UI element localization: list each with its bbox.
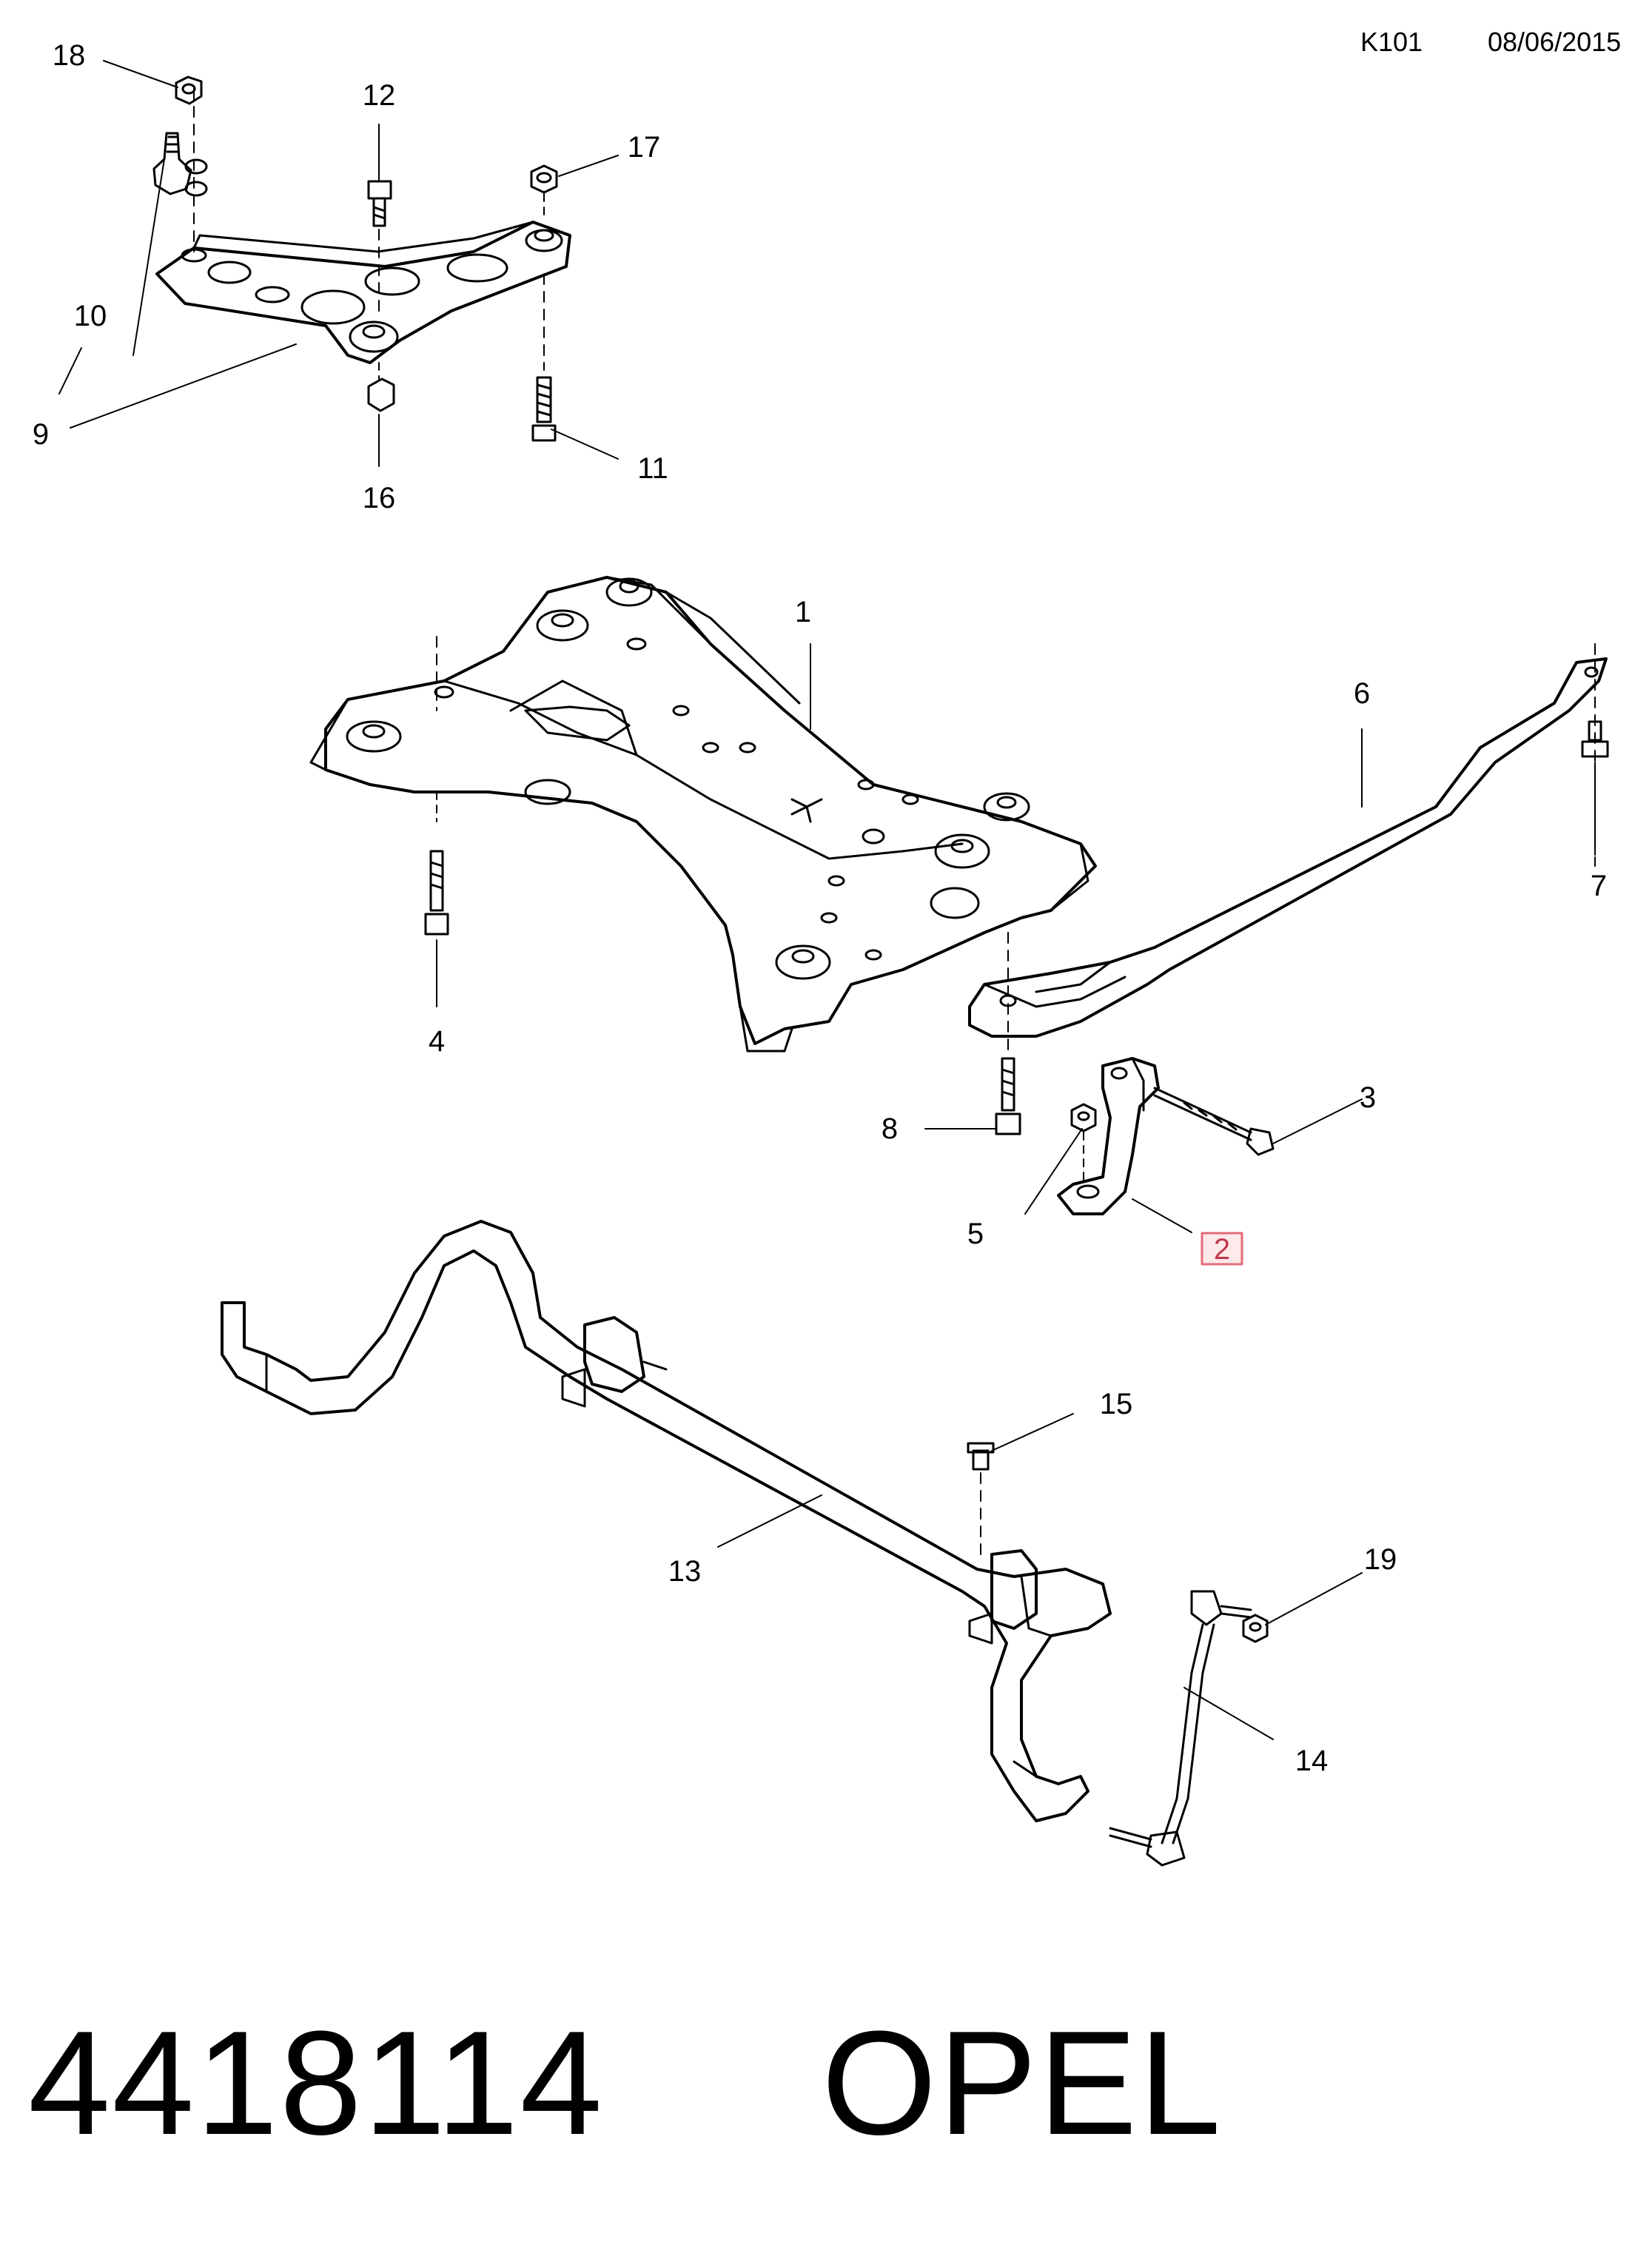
callout-5: 5: [967, 1218, 984, 1250]
callout-highlight-box: [1201, 1232, 1243, 1266]
callout-2: 2: [1214, 1233, 1230, 1266]
stabilizer-link: [1109, 1590, 1252, 1867]
callout-8: 8: [882, 1112, 898, 1145]
brand-name: OPEL: [822, 2001, 1223, 2166]
stabilizer-bushing-right: [968, 1472, 1038, 1645]
bolt-12: [367, 180, 392, 312]
callout-7: 7: [1591, 870, 1607, 902]
nut-18: [175, 75, 203, 105]
nut-19: [1242, 1614, 1269, 1643]
callout-4: 4: [429, 1025, 445, 1058]
subframe: [309, 576, 1097, 1053]
callout-labels: 1 2 3 4 5 6 7 8 9 10 11 12 13 14 15 16 1…: [33, 39, 1607, 1777]
callout-11: 11: [637, 452, 668, 485]
exploded-parts-diagram: 1 2 3 4 5 6 7 8 9 10 11 12 13 14 15 16 1…: [33, 39, 1609, 1867]
diagram-code: K101: [1360, 27, 1423, 57]
callout-18: 18: [53, 39, 86, 72]
nut-5: [1070, 1103, 1097, 1185]
callout-14: 14: [1295, 1745, 1329, 1777]
tie-bar: [968, 643, 1608, 1052]
part-number: 4418114: [28, 2001, 604, 2166]
bolt-3: [1153, 1087, 1275, 1156]
nut-17: [530, 164, 558, 219]
lower-control-arm: [155, 221, 571, 364]
bolt-11: [531, 273, 557, 442]
callout-3: 3: [1360, 1081, 1376, 1114]
bracket-2: [1057, 1057, 1160, 1215]
bolt-4: [424, 850, 449, 936]
callout-6: 6: [1354, 677, 1370, 710]
callout-17: 17: [628, 131, 661, 164]
bolt-8: [995, 1057, 1021, 1135]
nut-16: [367, 362, 395, 412]
callout-13: 13: [668, 1555, 702, 1588]
leader-lines: [58, 60, 1596, 1740]
stabilizer-bar: [221, 1220, 1112, 1822]
ball-joint: [152, 88, 208, 252]
callout-16: 16: [363, 482, 396, 514]
callout-12: 12: [363, 79, 396, 112]
diagram-date: 08/06/2015: [1488, 27, 1622, 57]
callout-9: 9: [33, 418, 49, 451]
callout-15: 15: [1100, 1388, 1133, 1420]
callout-1: 1: [795, 596, 811, 628]
bolt-7: [1581, 720, 1609, 758]
stabilizer-bushing-left: [561, 1316, 668, 1408]
bolt-15: [967, 1442, 995, 1471]
callout-19: 19: [1364, 1543, 1397, 1576]
callout-10: 10: [74, 300, 107, 332]
